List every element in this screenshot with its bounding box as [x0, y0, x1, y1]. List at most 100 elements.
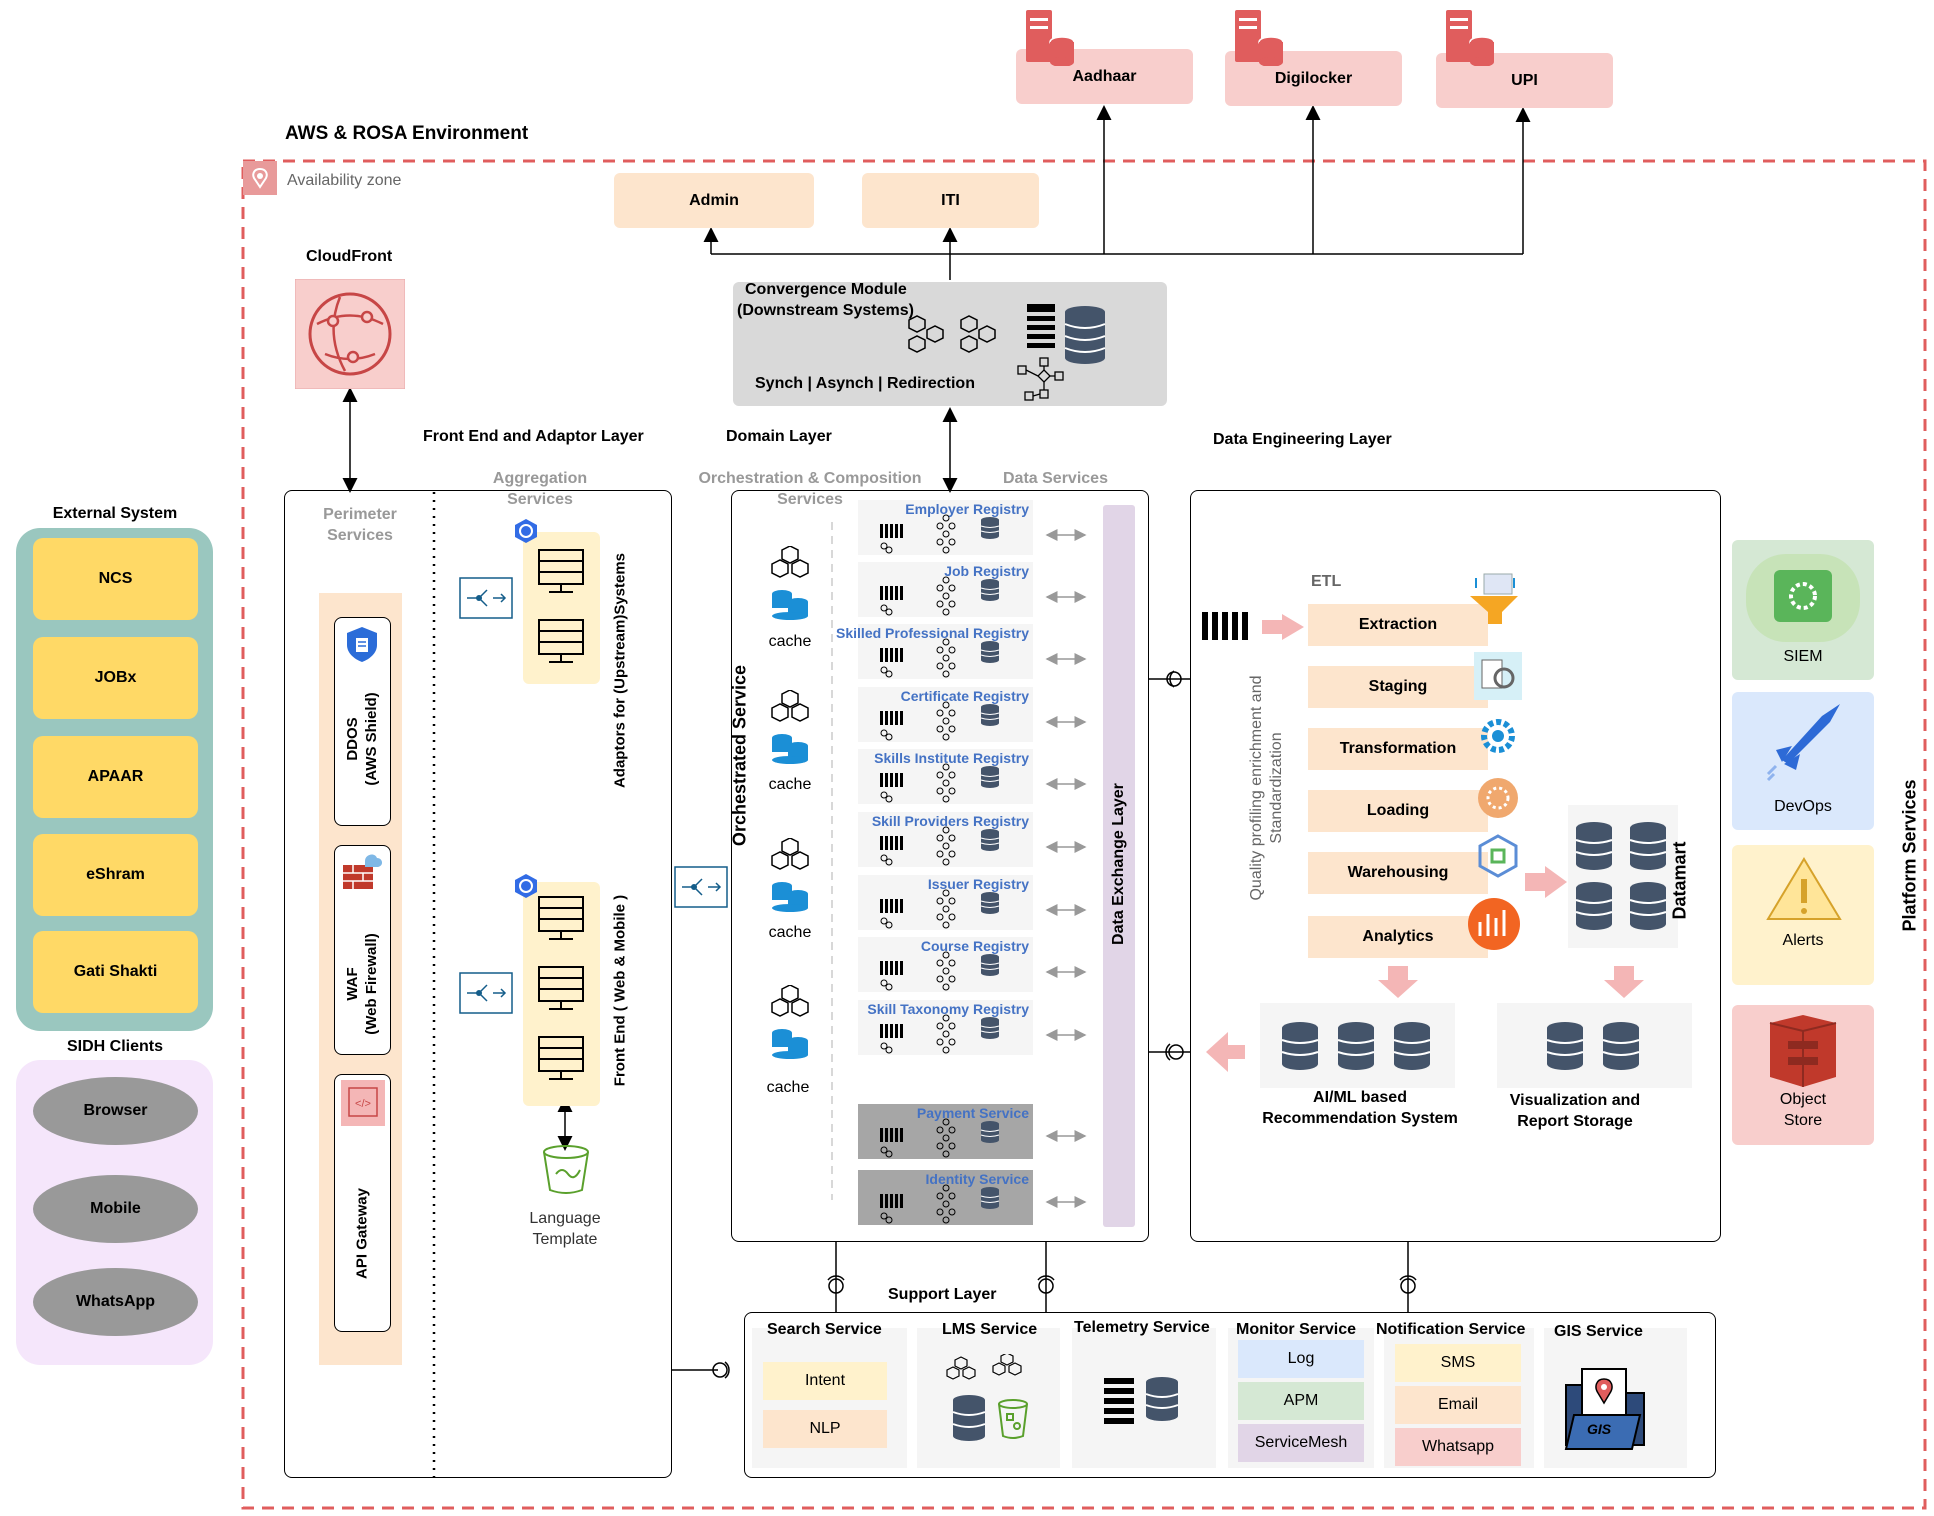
etl-analytics: Analytics [1308, 916, 1488, 958]
search-nlp-chip: NLP [763, 1410, 887, 1448]
language-template-line2: Template [532, 1231, 598, 1248]
devops-label: DevOps [1774, 798, 1832, 815]
gis-map-folder-icon [1564, 1368, 1645, 1450]
etl-warehousing-label: Warehousing [1347, 864, 1449, 881]
platform-devops: DevOps [1732, 692, 1874, 830]
analytics-chart-icon [1468, 898, 1520, 950]
kubernetes-icon-2 [515, 874, 537, 898]
gateway-load-balancer-icon [674, 866, 728, 908]
svg-text:</>: </> [355, 1098, 371, 1110]
adaptor-servers-icon [538, 549, 584, 663]
hexagon-cluster-icon [908, 315, 944, 353]
sidh-clients-title: SIDH Clients [66, 1038, 163, 1055]
digilocker-label: Digilocker [1274, 69, 1353, 87]
ddos-label: DDOS (AWS Shield) [343, 667, 381, 811]
external-ncs: NCS [33, 538, 198, 620]
client-whatsapp-label: WhatsApp [75, 1293, 156, 1310]
orchestration-title-line1: Orchestration & Composition [698, 470, 922, 487]
registry-issuer-label: Issuer Registry [927, 876, 1029, 892]
registry-row-icons [880, 889, 1000, 929]
ddos-label-line1: DDOS [344, 717, 361, 761]
telemetry-icons [1104, 1377, 1179, 1424]
registry-employer-label: Employer Registry [905, 501, 1029, 517]
registry-row-icons [880, 576, 1000, 616]
registry-skill-providers-label: Skill Providers Registry [871, 813, 1029, 829]
siem-label: SIEM [1783, 648, 1823, 665]
client-mobile: Mobile [33, 1175, 198, 1243]
monitor-service-title: Monitor Service [1236, 1321, 1357, 1338]
notification-sms-chip: SMS [1395, 1344, 1521, 1382]
loading-spinner-icon [1478, 778, 1518, 818]
cache-label-1: cache [768, 633, 812, 650]
client-whatsapp: WhatsApp [33, 1268, 198, 1336]
notification-email-chip: Email [1395, 1386, 1521, 1424]
registry-row-icons [880, 1118, 1000, 1158]
external-jobx-label: JOBx [94, 669, 137, 686]
registry-course-label: Course Registry [920, 938, 1029, 954]
lms-service-title: LMS Service [942, 1321, 1038, 1338]
data-engineering-container [1190, 490, 1721, 1242]
quality-profiling-line2: Standardization [1268, 732, 1285, 844]
upi-server-icon [1446, 10, 1495, 66]
domain-layer-container [731, 490, 1149, 1242]
data-exchange-layer-label: Data Exchange Layer [1110, 783, 1127, 945]
monitor-servicemesh-chip: ServiceMesh [1238, 1424, 1364, 1462]
registry-job-label: Job Registry [944, 563, 1029, 579]
load-balancer-icon-2 [459, 972, 513, 1014]
telemetry-service [1072, 1328, 1216, 1468]
support-layer-container [744, 1312, 1716, 1478]
stream-icon [1202, 612, 1248, 640]
search-intent-label: Intent [804, 1372, 846, 1389]
registry-row-icons [880, 1184, 1000, 1224]
data-exchange-layer-bar [1103, 505, 1135, 1227]
front-end-layer-container [284, 490, 672, 1478]
monitor-apm-label: APM [1283, 1392, 1319, 1409]
api-gateway-label: API Gateway [353, 1188, 371, 1279]
orchestration-title-line2: Services [777, 491, 843, 508]
external-eshram-label: eShram [86, 866, 145, 883]
waf-label: WAF (Web Firewall) [343, 912, 381, 1056]
visualization-box [1497, 1003, 1692, 1088]
aiml-label-line1: AI/ML based [1313, 1089, 1407, 1106]
aiml-label-line2: Recommendation System [1262, 1110, 1458, 1127]
visualization-database-icons [1546, 1022, 1640, 1070]
platform-siem: SIEM [1732, 540, 1874, 680]
front-end-layer-title: Front End and Adaptor Layer [423, 428, 644, 445]
warehouse-hex-icon [1478, 834, 1518, 878]
gis-service-title: GIS Service [1554, 1323, 1643, 1340]
external-jobx: JOBx [33, 637, 198, 719]
aadhaar-label: Aadhaar [1072, 67, 1137, 85]
notification-whatsapp-label: Whatsapp [1421, 1438, 1495, 1455]
registry-skill-taxonomy-label: Skill Taxonomy Registry [867, 1001, 1029, 1017]
platform-services-label: Platform Services [1899, 779, 1920, 932]
cache-icon-3 [771, 838, 809, 912]
etl-label: ETL [1311, 573, 1342, 590]
cache-icon-4 [771, 985, 809, 1059]
api-gateway-icon: </> [341, 1080, 385, 1126]
notification-email-label: Email [1437, 1396, 1478, 1413]
external-apaar: APAAR [33, 736, 198, 818]
language-template-line1: Language [529, 1210, 601, 1227]
convergence-modes: Synch | Asynch | Redirection [755, 375, 975, 392]
search-service-title: Search Service [767, 1321, 882, 1338]
aggregation-services-line1: Aggregation [492, 470, 588, 487]
shield-icon [347, 627, 377, 662]
admin-label: Admin [689, 191, 739, 209]
datamart-label: Datamart [1669, 841, 1690, 920]
iti-portal: ITI [862, 173, 1039, 228]
client-browser-label: Browser [83, 1102, 148, 1119]
client-mobile-label: Mobile [90, 1200, 141, 1217]
cloudfront-icon [295, 279, 405, 389]
bucket-icon [543, 1145, 589, 1194]
external-eshram: eShram [33, 834, 198, 916]
kubernetes-icon [515, 519, 537, 543]
cloudfront-label: CloudFront [306, 248, 393, 265]
etl-analytics-label: Analytics [1362, 928, 1434, 945]
external-ncs-label: NCS [98, 570, 133, 587]
cache-label-4: cache [766, 1079, 810, 1096]
identity-service-label: Identity Service [925, 1171, 1030, 1187]
hexagon-cluster-icon-2 [960, 315, 996, 353]
external-gati-shakti: Gati Shakti [33, 931, 198, 1013]
queue-icon [1027, 304, 1055, 348]
aadhaar-server-icon [1026, 10, 1075, 66]
